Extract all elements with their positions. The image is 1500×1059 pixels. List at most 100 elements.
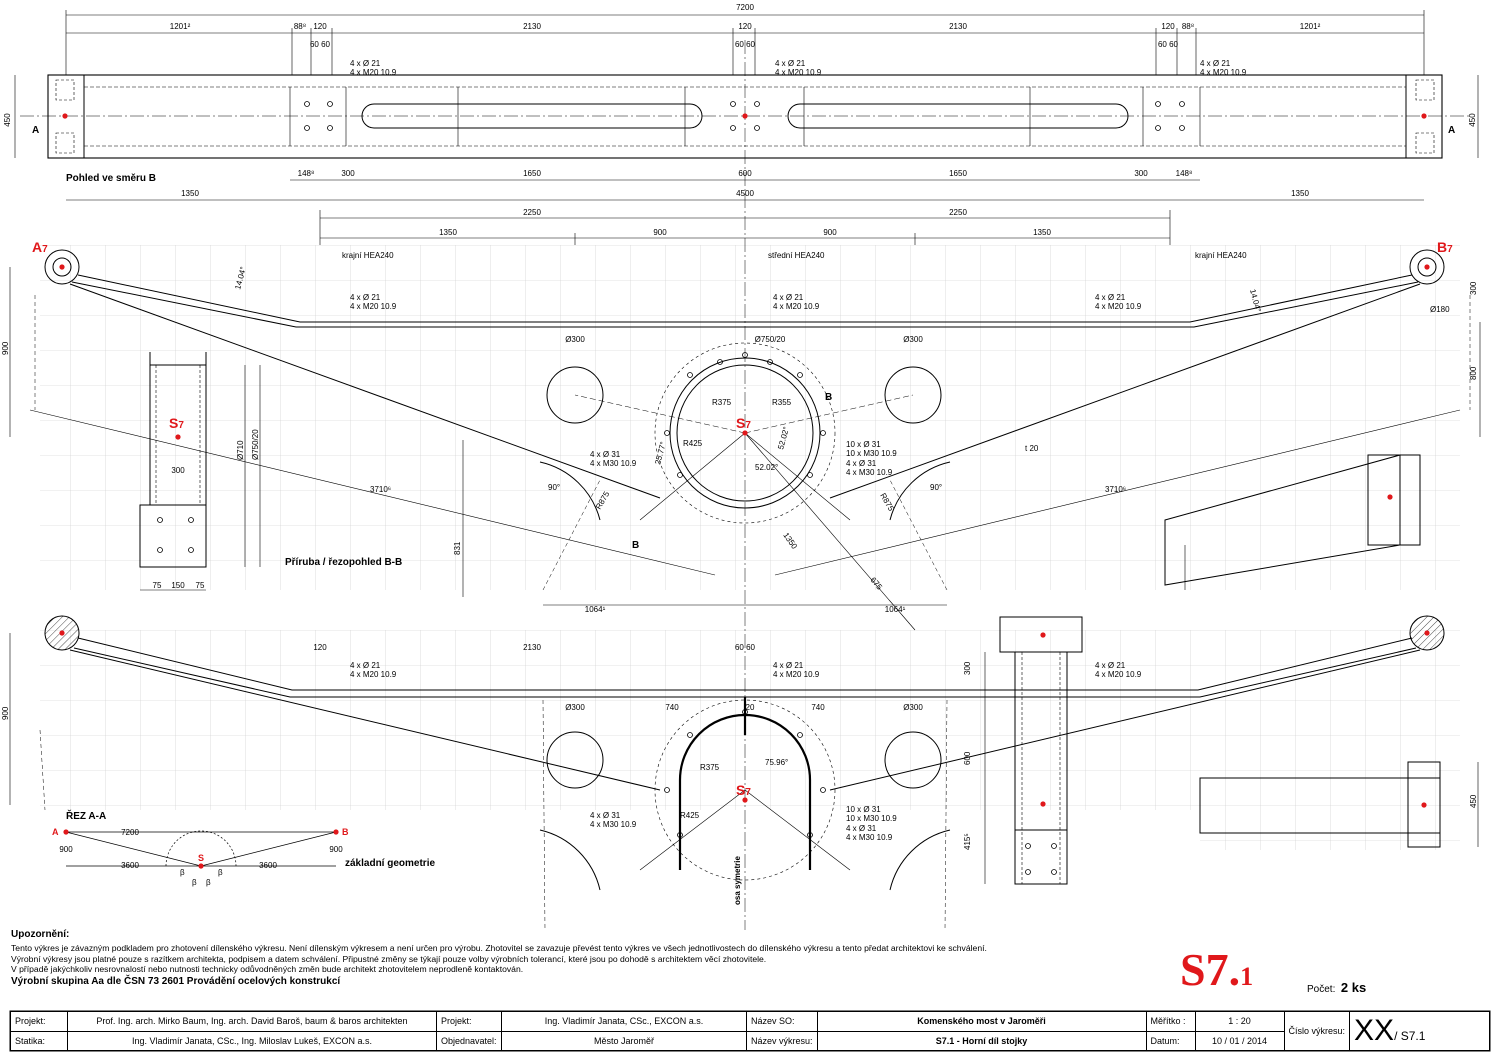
dim-3710-right: 3710⁶: [1105, 485, 1126, 494]
geo-point-a: A: [52, 827, 59, 837]
dim-900-sect: 900: [1, 706, 10, 720]
tb-datum-label: Datum:: [1145, 1030, 1196, 1051]
tb-objednavatel-value: Město Jaroměř: [501, 1030, 747, 1051]
dim-75-b: 75: [196, 581, 205, 590]
tb-cislo-value: XX/ S7.1: [1349, 1011, 1490, 1051]
geo-beta-4: β: [218, 868, 223, 877]
dim-4500: 4500: [736, 189, 754, 198]
tb-datum-value: 10 / 01 / 2014: [1194, 1030, 1285, 1051]
tb-projekt-label: Projekt:: [10, 1011, 68, 1032]
dim-2130-right: 2130: [949, 22, 967, 31]
geo-point-b: B: [342, 827, 349, 837]
dim-2250-right: 2250: [949, 208, 967, 217]
dim-1064-left: 1064¹: [585, 605, 606, 614]
bolt-label-6b: 4 x M20 10.9: [1095, 302, 1142, 311]
bolt-label-7a: 4 x Ø 31: [590, 450, 621, 459]
grid-right: [1200, 810, 1460, 850]
tb-projekt2-label: Projekt:: [436, 1011, 502, 1032]
bolt-label-10b: 4 x M20 10.9: [350, 670, 397, 679]
bolt-label-15a: 4 x Ø 31: [846, 824, 877, 833]
angle-5202-b: 52.02°: [755, 463, 778, 472]
bolt-label-9b: 4 x M30 10.9: [846, 468, 893, 477]
dim-o710: Ø710: [236, 440, 245, 460]
bolt-label-1a: 4 x Ø 21: [350, 59, 381, 68]
bolt-label-13b: 4 x M30 10.9: [590, 820, 637, 829]
bolt-label-5b: 4 x M20 10.9: [773, 302, 820, 311]
tb-statika-label: Statika:: [10, 1030, 68, 1051]
bolt-label-4a: 4 x Ø 21: [350, 293, 381, 302]
geo-900-right: 900: [329, 845, 343, 854]
top-view: [14, 10, 1479, 700]
dim-1064-right: 1064¹: [885, 605, 906, 614]
vertical-member-detail: [984, 616, 1083, 885]
title-block: Projekt: Prof. Ing. arch. Mirko Baum, In…: [10, 1011, 1490, 1051]
dim-415-vert: 415⁵: [963, 833, 972, 850]
dim-600: 600: [738, 169, 752, 178]
dim-1201-right: 1201²: [1300, 22, 1321, 31]
bolt-label-13a: 4 x Ø 31: [590, 811, 621, 820]
dim-flange-300: 300: [171, 466, 185, 475]
geo-7200: 7200: [121, 828, 139, 837]
dim-1350-left: 1350: [181, 189, 199, 198]
bolt-label-1b: 4 x M20 10.9: [350, 68, 397, 77]
dim-148-right: 148⁸: [1176, 169, 1193, 178]
dim-148-left: 148⁸: [298, 169, 315, 178]
radius-425: R425: [683, 439, 703, 448]
label-zakladni: základní geometrie: [345, 858, 435, 869]
grid-bottom: [40, 630, 1460, 810]
geo-point-s: S: [198, 853, 204, 863]
bolt-label-2a: 4 x Ø 21: [775, 59, 806, 68]
bolt-label-12b: 4 x M20 10.9: [1095, 670, 1142, 679]
dim-120-sect: 120: [313, 643, 327, 652]
dim-150-a: 150: [171, 581, 185, 590]
radius-375: R375: [712, 398, 732, 407]
dim-300-l: 300: [341, 169, 355, 178]
tb-cislo-label: Číslo výkresu:: [1283, 1011, 1351, 1051]
tb-objednavatel-label: Objednavatel:: [436, 1030, 502, 1051]
tb-meritko-value: 1 : 20: [1194, 1011, 1285, 1032]
dim-6060-3: 60 60: [1158, 40, 1179, 49]
tb-nazev-vykresu-value: S7.1 - Horní díl stojky: [816, 1030, 1147, 1051]
notes-block: Upozornění: Tento výkres je závazným pod…: [11, 929, 1001, 987]
dim-2250-left: 2250: [523, 208, 541, 217]
dim-450-detail: 450: [1469, 794, 1478, 808]
point-s7-flange: S7: [169, 415, 184, 431]
dim-600-vert: 600: [963, 751, 972, 765]
notes-line-2: Výrobní výkresy jsou platné pouze s razí…: [11, 953, 767, 964]
dim-900-a: 900: [653, 228, 667, 237]
geo-900-left: 900: [59, 845, 73, 854]
label-osa: osa symetrie: [733, 856, 742, 905]
section-marker-b-1: B: [632, 540, 639, 551]
label-krajni-right: krajní HEA240: [1195, 251, 1247, 260]
bolt-label-11b: 4 x M20 10.9: [773, 670, 820, 679]
dim-831: 831: [453, 541, 462, 555]
dim-o300-right: Ø300: [903, 335, 923, 344]
radius-355: R355: [772, 398, 792, 407]
dim-75-a: 75: [153, 581, 162, 590]
dim-o750-side: Ø750/20: [251, 429, 260, 460]
dim-1350-b: 1350: [1033, 228, 1051, 237]
dim-2130-sect: 2130: [523, 643, 541, 652]
dim-6060-sect: 60 60: [735, 643, 756, 652]
bolt-label-8b: 10 x M30 10.9: [846, 449, 897, 458]
geo-beta-1: β: [180, 868, 185, 877]
dim-900-main: 900: [1, 341, 10, 355]
bolt-label-3b: 4 x M20 10.9: [1200, 68, 1247, 77]
tb-nazev-so-value: Komenského most v Jaroměři: [816, 1011, 1147, 1032]
geo-beta-2: β: [192, 878, 197, 887]
dim-o300-sect-right: Ø300: [903, 703, 923, 712]
bolt-label-5a: 4 x Ø 21: [773, 293, 804, 302]
tb-projekt2-value: Ing. Vladimír Janata, CSc., EXCON a.s.: [501, 1011, 747, 1032]
point-s7-main: S7: [736, 415, 751, 431]
bolt-label-7b: 4 x M30 10.9: [590, 459, 637, 468]
dim-o300-sect-left: Ø300: [565, 703, 585, 712]
geo-beta-3: β: [206, 878, 211, 887]
bolt-label-3a: 4 x Ø 21: [1200, 59, 1231, 68]
label-krajni-left: krajní HEA240: [342, 251, 394, 260]
dim-300-vert: 300: [963, 661, 972, 675]
tb-meritko-label: Měřítko :: [1145, 1011, 1196, 1032]
dim-450-right: 450: [1468, 113, 1477, 127]
dim-6060-2: 60 60: [735, 40, 756, 49]
label-stredni: střední HEA240: [768, 251, 825, 260]
